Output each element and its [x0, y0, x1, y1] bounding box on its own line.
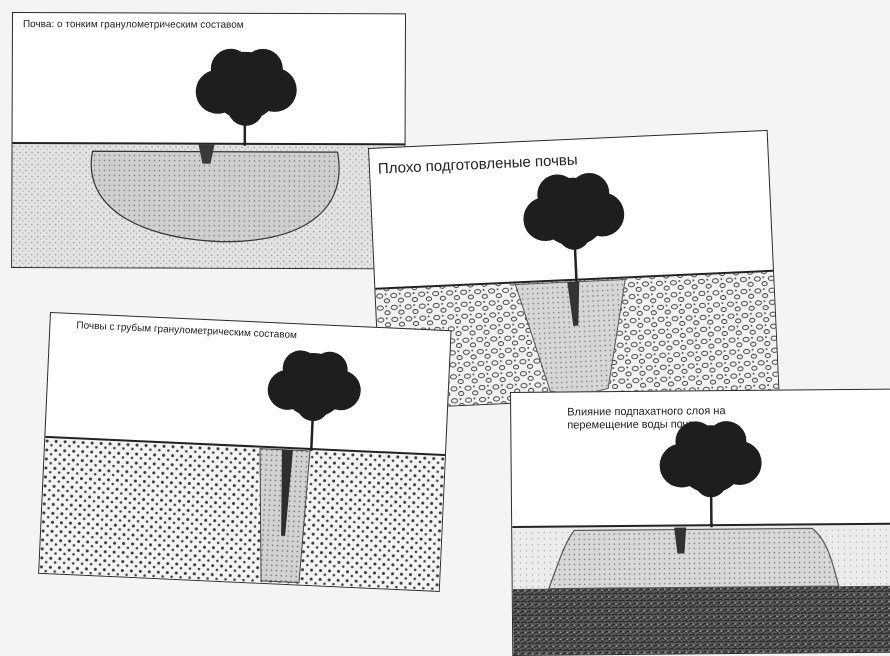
soil-layer	[39, 437, 447, 592]
caption-hardpan-soil: Влияние подпахатного слоя на перемещение…	[567, 405, 777, 433]
panel-hardpan-soil: Влияние подпахатного слоя на перемещение…	[510, 389, 890, 656]
tree-crown	[521, 171, 625, 252]
hardpan-layer	[513, 586, 890, 656]
illustration-coarse-soil	[39, 313, 452, 592]
ground-line	[13, 143, 406, 144]
tree-crown	[266, 349, 362, 423]
water-zone	[548, 528, 838, 589]
tree-crown	[659, 421, 762, 498]
illustration-fine-soil	[12, 13, 406, 269]
panel-coarse-soil: Почвы с грубым гранулометрическим состав…	[38, 312, 451, 592]
panel-fine-soil: Почва: о тонким гранулометрическим соста…	[11, 12, 406, 269]
tree-crown	[196, 49, 297, 126]
caption-fine-soil: Почва: о тонким гранулометрическим соста…	[23, 19, 244, 32]
